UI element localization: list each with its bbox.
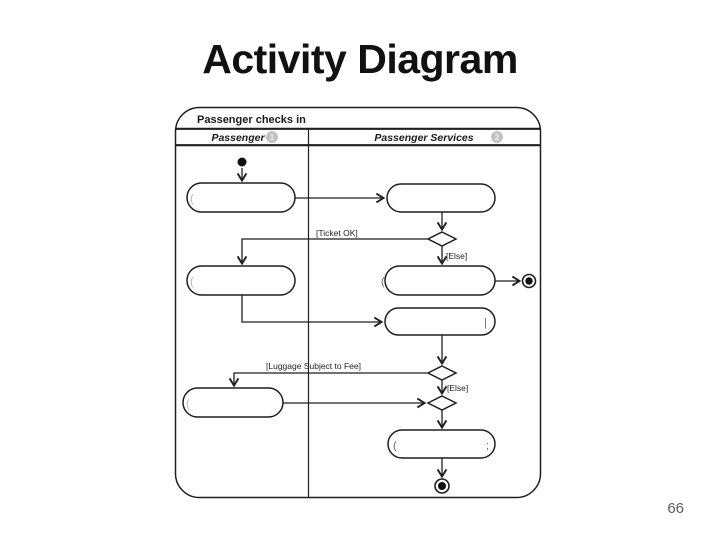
edge-decision1-to-activity3: [236, 238, 428, 266]
final-node-1-icon: [521, 273, 537, 289]
activity-node-5: |: [384, 307, 496, 336]
edge-decision2-to-activity6: [228, 372, 428, 388]
svg-text:2: 2: [495, 133, 500, 142]
svg-text:(: (: [381, 276, 385, 288]
lane-label-passenger-services: Passenger Services: [374, 132, 473, 144]
svg-text:(: (: [190, 193, 194, 205]
activity-node-6: (: [182, 387, 284, 418]
activity-node-3: (: [186, 265, 296, 296]
activity-node-1: (: [186, 182, 296, 213]
lane-1-number-badge-icon: 1: [266, 131, 278, 143]
lane-label-passenger: Passenger: [211, 132, 265, 144]
svg-text:(: (: [186, 398, 190, 410]
initial-node-icon: [237, 157, 247, 167]
svg-text:|: |: [484, 317, 487, 329]
guard-else-top: [Else]: [446, 251, 467, 261]
diagram-frame-title: Passenger checks in: [197, 114, 306, 126]
activity-node-2: [386, 183, 496, 213]
guard-luggage-fee: [Luggage Subject to Fee]: [266, 361, 361, 371]
guard-ticket-ok: [Ticket OK]: [316, 228, 358, 238]
activity-node-4: (: [381, 265, 496, 296]
guard-else-bottom: [Else]: [447, 383, 468, 393]
edge-activity3-to-activity5: [241, 295, 384, 328]
slide-title: Activity Diagram: [202, 36, 518, 82]
page-number: 66: [667, 500, 684, 517]
final-node-2-icon: [434, 478, 450, 494]
svg-text:(: (: [393, 440, 397, 452]
lane-2-number-badge-icon: 2: [491, 131, 503, 143]
svg-text:;: ;: [486, 440, 489, 452]
svg-text:(: (: [190, 276, 194, 288]
activity-node-7: ( ;: [387, 429, 496, 459]
svg-text:1: 1: [270, 133, 275, 142]
